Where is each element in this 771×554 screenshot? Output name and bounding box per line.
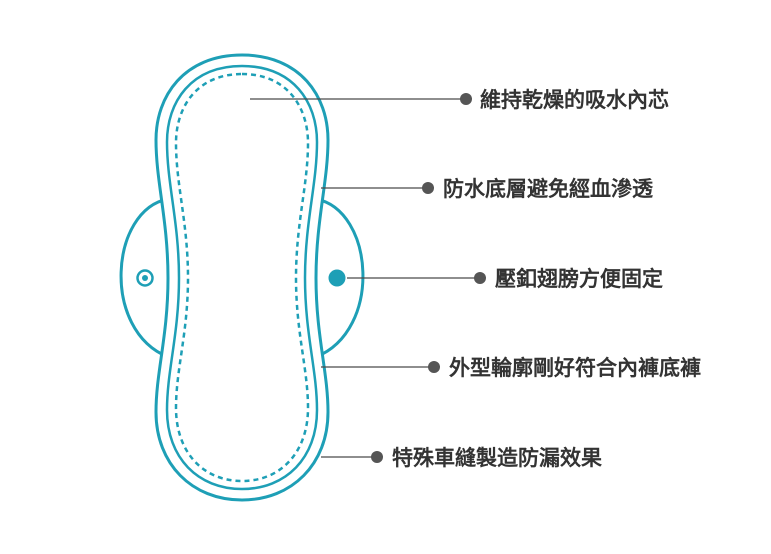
callout-label: 維持乾燥的吸水內芯: [480, 88, 669, 112]
pad-inner-outline: [165, 64, 319, 491]
callout-contour-shape: 外型輪廓剛好符合內褲底褲: [321, 356, 701, 380]
callout-dot: [474, 272, 486, 284]
callout-label: 外型輪廓剛好符合內褲底褲: [449, 356, 701, 380]
callout-label: 特殊車縫製造防漏效果: [392, 446, 602, 470]
callout-label: 壓釦翅膀方便固定: [495, 267, 663, 291]
pad-outer-outline: [154, 53, 330, 502]
callout-dot: [460, 93, 472, 105]
snap-right: [328, 269, 346, 287]
callout-label: 防水底層避免經血滲透: [443, 177, 654, 201]
callout-absorbent-core: 維持乾燥的吸水內芯: [250, 88, 669, 112]
callout-special-stitching: 特殊車縫製造防漏效果: [321, 446, 602, 470]
callout-snap-wings: 壓釦翅膀方便固定: [347, 267, 663, 291]
callout-dot: [428, 361, 440, 373]
callout-waterproof-layer: 防水底層避免經血滲透: [321, 177, 654, 201]
callout-dot: [371, 451, 383, 463]
callout-dot: [422, 182, 434, 194]
snap-left-inner: [142, 275, 148, 281]
